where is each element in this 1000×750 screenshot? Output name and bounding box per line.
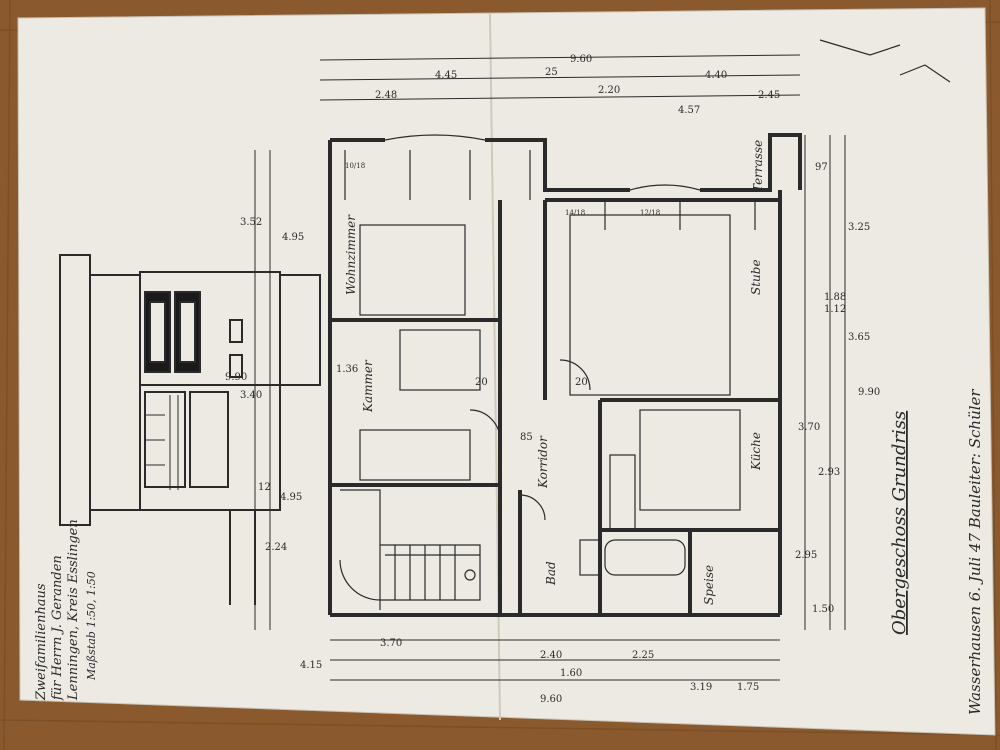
dim-wall-12-18: 12/18 xyxy=(640,209,660,217)
room-kueche: Küche xyxy=(749,432,763,471)
dim-2-24: 2.24 xyxy=(265,542,287,553)
dim-3-65: 3.65 xyxy=(848,332,870,343)
dim-2-25: 2.25 xyxy=(632,650,654,661)
dim-2-45: 2.45 xyxy=(758,90,780,101)
dim-4-40: 4.40 xyxy=(705,70,727,81)
room-kammer: Kammer xyxy=(361,359,375,413)
dim-2-40: 2.40 xyxy=(540,650,562,661)
dim-3-70-bottom: 3.70 xyxy=(380,638,402,649)
dim-2-95: 2.95 xyxy=(795,550,817,561)
dim-1-88: 1.88 xyxy=(824,292,846,303)
dim-wall-10-18: 10/18 xyxy=(345,162,365,170)
room-wohnzimmer: Wohnzimmer xyxy=(344,214,358,295)
dim-door-85: 85 xyxy=(520,432,533,443)
elevation-drawing xyxy=(59,254,321,605)
dim-door-20-b: 20 xyxy=(575,377,588,388)
dim-2-20: 2.20 xyxy=(598,85,620,96)
room-bad: Bad xyxy=(544,561,558,586)
dim-97: 97 xyxy=(815,162,828,173)
dim-wall-14-18: 14/18 xyxy=(565,209,585,217)
dim-1-75: 1.75 xyxy=(737,682,759,693)
dim-4-95-bottom: 4.95 xyxy=(280,492,302,503)
dim-3-70-right: 3.70 xyxy=(798,422,820,433)
room-speise: Speise xyxy=(702,565,716,605)
dim-4-57: 4.57 xyxy=(678,105,700,116)
dim-12: 12 xyxy=(258,482,271,493)
dim-3-52: 3.52 xyxy=(240,217,262,228)
room-terrasse: Terrasse xyxy=(751,140,765,192)
dim-3-25: 3.25 xyxy=(848,222,870,233)
dim-25: 25 xyxy=(545,67,558,78)
dim-4-95-top: 4.95 xyxy=(282,232,304,243)
dim-1-50: 1.50 xyxy=(812,604,834,615)
title-line-3: Lenningen, Kreis Esslingen xyxy=(66,519,81,701)
dim-3-40: 3.40 xyxy=(240,390,262,401)
dim-9-60-top: 9.60 xyxy=(570,54,592,65)
scale-text: Maßstab 1:50, 1:50 xyxy=(85,571,98,681)
dim-3-19: 3.19 xyxy=(690,682,712,693)
title-line-1: Zweifamilienhaus xyxy=(34,583,49,701)
room-stube: Stube xyxy=(749,259,763,295)
dim-door-20-a: 20 xyxy=(475,377,488,388)
dim-2-93: 2.93 xyxy=(818,467,840,478)
dim-2-48: 2.48 xyxy=(375,90,397,101)
dim-4-45: 4.45 xyxy=(435,70,457,81)
room-korridor: Korridor xyxy=(536,435,550,489)
dim-1-12: 1.12 xyxy=(824,304,846,315)
plan-title: Obergeschoss Grundriss xyxy=(889,411,910,635)
dim-1-36: 1.36 xyxy=(336,364,358,375)
dim-9-90-left: 9.90 xyxy=(225,372,247,383)
dim-9-60-bottom: 9.60 xyxy=(540,694,562,705)
dim-9-90-right: 9.90 xyxy=(858,387,880,398)
dim-1-60: 1.60 xyxy=(560,668,582,679)
signature-line: Wasserhausen 6. Juli 47 Bauleiter: Schül… xyxy=(966,389,984,715)
dim-4-15: 4.15 xyxy=(300,660,322,671)
title-line-2: für Herrn J. Geranden xyxy=(50,555,65,701)
